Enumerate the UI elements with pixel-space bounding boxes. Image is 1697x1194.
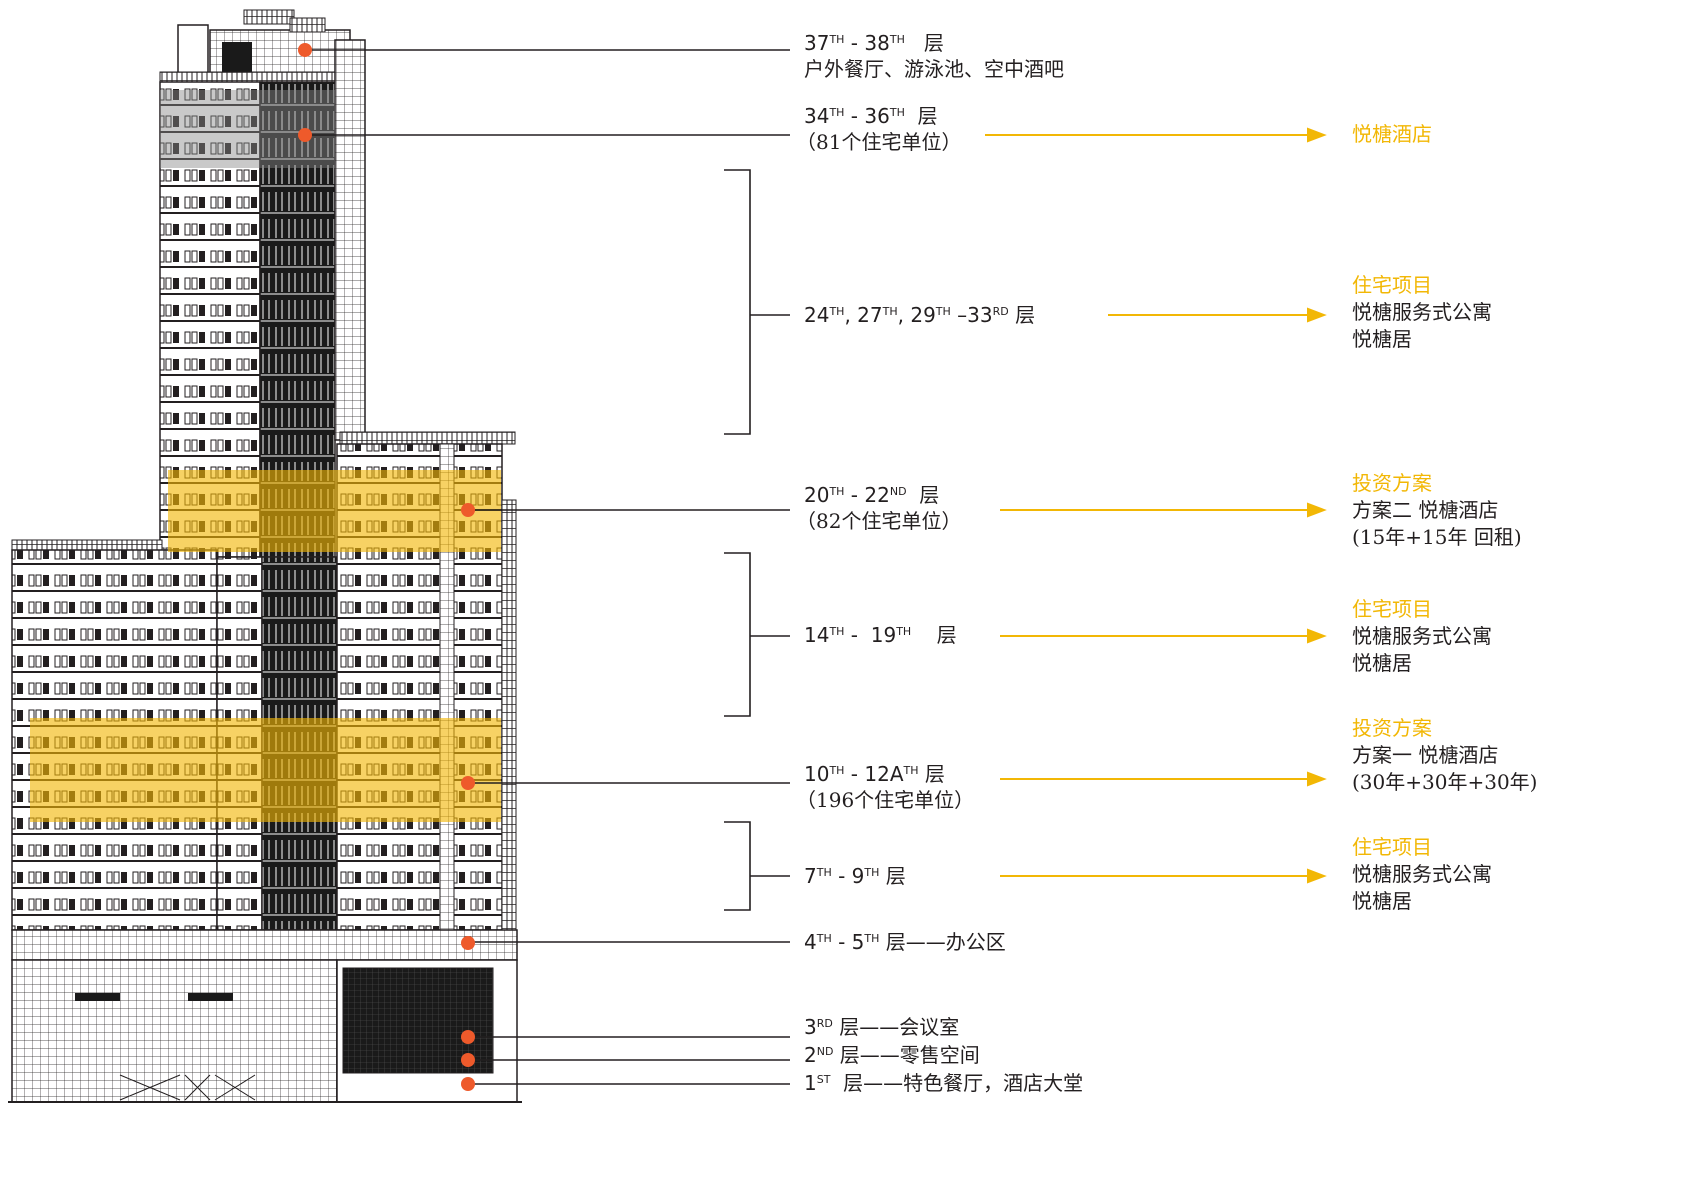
dest-line: 悦榶居 (1352, 327, 1412, 351)
roof-structure (177, 24, 209, 76)
arrow-plan1-head (1307, 771, 1327, 787)
right-wing-roof-rail (339, 431, 516, 445)
dest-heading: 投资方案 (1352, 716, 1432, 740)
podium-roof-rail (11, 539, 163, 551)
base-band (75, 993, 120, 1001)
floor-markers (298, 43, 475, 1091)
office-floors (11, 929, 518, 961)
bracket-7-9 (724, 821, 790, 911)
floor-sub-10-12a: （196个住宅单位） (796, 788, 975, 812)
highlight-floors-20-22 (168, 470, 501, 552)
dest-residential-low: 住宅项目 悦榶服务式公寓 悦榶居 (1352, 834, 1492, 915)
base-band (188, 993, 233, 1001)
dest-plan2: 投资方案 方案二 悦榶酒店 (15年+15年 回租) (1352, 470, 1522, 551)
dest-line: (30年+30年+30年) (1352, 770, 1538, 794)
building-section-diagram (8, 9, 1327, 1103)
floor-label-3: 3RD 层——会议室 (804, 1015, 960, 1039)
floor-sub-20-22: （82个住宅单位） (796, 509, 962, 533)
dest-line: 悦榶居 (1352, 889, 1412, 913)
bracket-24-33 (724, 169, 790, 435)
arrow-hotel-head (1307, 127, 1327, 143)
arrow-res-low-head (1307, 868, 1327, 884)
arrow-res-upper-head (1307, 307, 1327, 323)
dest-line: 悦榶服务式公寓 (1352, 300, 1492, 324)
podium-base-left (11, 959, 338, 1103)
arrow-plan2-head (1307, 502, 1327, 518)
marker-37-38 (298, 43, 312, 57)
marker-3 (461, 1030, 475, 1044)
dest-heading: 投资方案 (1352, 471, 1432, 495)
allocation-arrows (985, 127, 1327, 884)
floor-label-24-33: 24TH, 27TH, 29TH –33RD 层 (804, 303, 1036, 327)
marker-34-36 (298, 128, 312, 142)
dest-heading: 住宅项目 (1352, 835, 1432, 859)
floor-label-7-9: 7TH - 9TH 层 (804, 864, 906, 888)
marker-10-12a (461, 776, 475, 790)
right-wing-side (501, 499, 517, 931)
dest-hotel: 悦榶酒店 (1352, 121, 1432, 148)
floor-label-4-5: 4TH - 5TH 层——办公区 (804, 930, 1006, 954)
marker-2 (461, 1053, 475, 1067)
arrow-res-mid-head (1307, 628, 1327, 644)
entrance-cross (119, 1074, 256, 1101)
building-elevation (8, 9, 522, 1103)
tower-core (334, 39, 366, 441)
floor-sub-37-38: 户外餐厅、游泳池、空中酒吧 (804, 57, 1064, 81)
bracket-14-19 (724, 552, 790, 717)
floor-label-34-36: 34TH - 36TH 层 (804, 104, 938, 128)
dest-line: 悦榶服务式公寓 (1352, 862, 1492, 886)
highlight-floors-10-12a (30, 718, 501, 822)
dest-heading: 住宅项目 (1352, 273, 1432, 297)
tower-top-shade (160, 90, 335, 168)
dest-heading: 住宅项目 (1352, 597, 1432, 621)
roof-structure (289, 17, 326, 33)
marker-20-22 (461, 503, 475, 517)
floor-label-1: 1ST 层——特色餐厅，酒店大堂 (804, 1071, 1084, 1095)
dest-line: 方案一 悦榶酒店 (1352, 743, 1499, 767)
dest-hotel-heading: 悦榶酒店 (1352, 122, 1432, 146)
floor-label-37-38: 37TH - 38TH 层 (804, 31, 944, 55)
floor-sub-34-36: （81个住宅单位） (796, 130, 962, 154)
dest-residential-mid: 住宅项目 悦榶服务式公寓 悦榶居 (1352, 596, 1492, 677)
floor-label-2: 2ND 层——零售空间 (804, 1043, 980, 1067)
dest-line: (15年+15年 回租) (1352, 525, 1522, 549)
dest-line: 悦榶服务式公寓 (1352, 624, 1492, 648)
callout-lines (308, 49, 790, 1085)
floor-label-14-19: 14TH - 19TH 层 (804, 623, 957, 647)
dest-line: 方案二 悦榶酒店 (1352, 498, 1499, 522)
dest-line: 悦榶居 (1352, 651, 1412, 675)
floor-label-20-22: 20TH - 22ND 层 (804, 483, 940, 507)
dest-plan1: 投资方案 方案一 悦榶酒店 (30年+30年+30年) (1352, 715, 1537, 796)
marker-1 (461, 1077, 475, 1091)
roof-structure (222, 42, 252, 72)
floor-label-10-12a: 10TH - 12ATH 层 (804, 762, 945, 786)
roof-structure (243, 9, 295, 25)
marker-4-5 (461, 936, 475, 950)
dest-residential-upper: 住宅项目 悦榶服务式公寓 悦榶居 (1352, 272, 1492, 353)
